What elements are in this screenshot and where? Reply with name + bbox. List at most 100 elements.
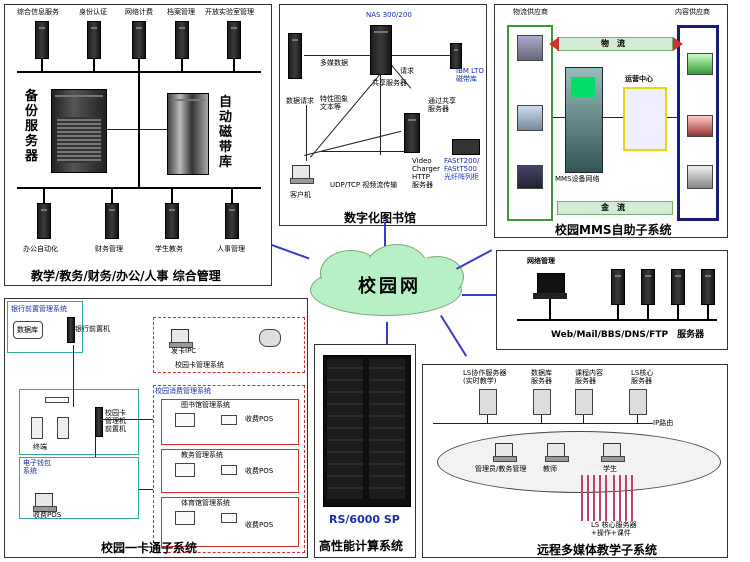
campus-lan-ellipse bbox=[437, 431, 721, 493]
library-label: IBM LTO 磁带库 bbox=[456, 67, 484, 83]
library-label: 特性图象 文本等 bbox=[320, 95, 348, 111]
server-icon bbox=[225, 203, 239, 239]
bus-line bbox=[17, 187, 261, 189]
server-icon bbox=[701, 269, 715, 305]
operation-center-label: 运营中心 bbox=[625, 75, 653, 83]
pos-label: 收费POS bbox=[245, 467, 274, 475]
bank-system-label: 银行前置管理系统 bbox=[11, 305, 67, 313]
building-icon bbox=[687, 115, 713, 137]
subsystem-label: 教务管理系统 bbox=[181, 451, 223, 459]
nas-server-icon bbox=[370, 25, 392, 75]
library-label: 数据请求 bbox=[286, 97, 314, 105]
wallet-system-label: 电子钱包 系统 bbox=[23, 459, 51, 475]
admin-bottom-label: 财务管理 bbox=[95, 245, 123, 253]
pc-icon bbox=[169, 329, 193, 348]
server-icon bbox=[575, 389, 593, 415]
protocol-label: UDP/TCP 视频流传输 bbox=[330, 181, 398, 189]
admin-bottom-label: 办公自动化 bbox=[23, 245, 58, 253]
library-label: 共享服务器 bbox=[372, 79, 407, 87]
card-reader-icon bbox=[259, 329, 281, 347]
library-label: 请求 bbox=[400, 67, 414, 75]
card-panel: 银行前置管理系统 数据库 银行前置机 终端 校园卡 管理机 前置机 电子钱包 系… bbox=[4, 298, 308, 558]
subsystem-label: 体育馆管理系统 bbox=[181, 499, 230, 507]
arrow-left-icon bbox=[549, 37, 559, 51]
server-icon bbox=[87, 21, 101, 59]
server-icon bbox=[175, 21, 189, 59]
remote-panel: LS协作服务器 (实时教学) 数据库 服务器 课程内容 服务器 LS核心 服务器… bbox=[422, 364, 728, 558]
mms-right-head: 内容供应商 bbox=[675, 8, 710, 16]
remote-server-label: LS协作服务器 (实时教学) bbox=[463, 369, 507, 385]
library-label: Video Charger HTTP 服务器 bbox=[412, 157, 440, 189]
campus-network-cloud: 校园网 bbox=[300, 240, 470, 326]
monitor-icon bbox=[537, 273, 565, 295]
content-supplier-box bbox=[677, 25, 719, 221]
server-icon bbox=[671, 269, 685, 305]
storage-array-icon bbox=[452, 139, 480, 155]
card-manager-label: 校园卡 管理机 前置机 bbox=[105, 409, 126, 433]
arrow-right-icon bbox=[673, 37, 683, 51]
operation-center-box bbox=[623, 87, 667, 151]
tape-library-icon bbox=[167, 93, 209, 175]
tape-library-label: 自动磁带库 bbox=[219, 95, 233, 170]
card-manager-icon bbox=[95, 407, 103, 437]
nas-label: NAS 300/200 bbox=[366, 11, 412, 19]
admin-title: 教学/教务/财务/办公/人事 综合管理 bbox=[31, 269, 221, 283]
server-icon bbox=[175, 413, 195, 427]
hpc-title: 高性能计算系统 bbox=[319, 539, 404, 553]
pos-terminal-icon bbox=[33, 493, 57, 512]
admin-panel: 综合信息服务 身份认证 网络计费 档案管理 开放实验室管理 备份服务器 自动磁带… bbox=[4, 4, 272, 286]
server-icon bbox=[105, 203, 119, 239]
database-label: 数据库 bbox=[17, 326, 38, 334]
rs6000-label: RS/6000 SP bbox=[329, 513, 400, 526]
server-icon bbox=[611, 269, 625, 305]
server-icon bbox=[31, 417, 43, 439]
network-link bbox=[386, 322, 388, 344]
admin-top-label: 身份认证 bbox=[79, 8, 107, 16]
remote-server-label: 课程内容 服务器 bbox=[575, 369, 603, 385]
campus-network-label: 校园网 bbox=[358, 276, 421, 297]
building-icon bbox=[687, 53, 713, 75]
web-panel: 网络管理 Web/Mail/BBS/DNS/FTP 服务器 bbox=[496, 250, 728, 350]
client-pc-icon bbox=[601, 443, 625, 462]
network-link bbox=[384, 222, 386, 246]
pos-terminal-icon bbox=[221, 415, 237, 425]
core-server-label: LS 核心服务器 +操作+课件 bbox=[591, 521, 637, 537]
admin-bottom-label: 学生教务 bbox=[155, 245, 183, 253]
building-icon bbox=[517, 35, 543, 61]
library-label: 多媒数据 bbox=[320, 59, 348, 67]
pos-terminal-icon bbox=[221, 513, 237, 523]
remote-server-label: LS核心 服务器 bbox=[631, 369, 654, 385]
mms-left-head: 物流供应商 bbox=[513, 8, 548, 16]
ip-router-label: IP路由 bbox=[653, 419, 674, 427]
library-title: 数字化图书馆 bbox=[344, 211, 417, 225]
link-bundle bbox=[613, 475, 637, 521]
bus-line bbox=[517, 319, 717, 321]
server-icon bbox=[533, 389, 551, 415]
client-label: 学生 bbox=[603, 465, 617, 473]
library-label: FAStT200/ FAStT500 光纤阵列柜 bbox=[444, 157, 480, 181]
admin-top-label: 网络计费 bbox=[125, 8, 153, 16]
server-icon bbox=[35, 21, 49, 59]
mms-network-label: MMS设备网络 bbox=[555, 175, 600, 183]
card-admin-label: 校园卡管理系统 bbox=[175, 361, 224, 369]
server-icon bbox=[37, 203, 51, 239]
server-icon bbox=[165, 203, 179, 239]
cashflow-arrow bbox=[557, 201, 673, 215]
server-icon bbox=[479, 389, 497, 415]
web-servers-label: Web/Mail/BBS/DNS/FTP 服务器 bbox=[551, 330, 705, 340]
server-icon bbox=[404, 113, 420, 153]
server-icon bbox=[132, 21, 146, 59]
bank-front-label: 银行前置机 bbox=[75, 325, 110, 333]
terminal-label: 终端 bbox=[33, 443, 47, 451]
client-pc-icon bbox=[493, 443, 517, 462]
admin-top-label: 综合信息服务 bbox=[17, 8, 59, 16]
network-link bbox=[462, 294, 496, 296]
mms-title: 校园MMS自助子系统 bbox=[555, 223, 672, 237]
server-icon bbox=[175, 511, 195, 525]
server-icon bbox=[641, 269, 655, 305]
admin-top-label: 开放实验室管理 bbox=[205, 8, 254, 16]
server-icon bbox=[227, 21, 241, 59]
remote-title: 远程多媒体教学子系统 bbox=[537, 543, 658, 557]
client-label: 客户机 bbox=[290, 191, 311, 199]
pos-terminal-icon bbox=[221, 465, 237, 475]
